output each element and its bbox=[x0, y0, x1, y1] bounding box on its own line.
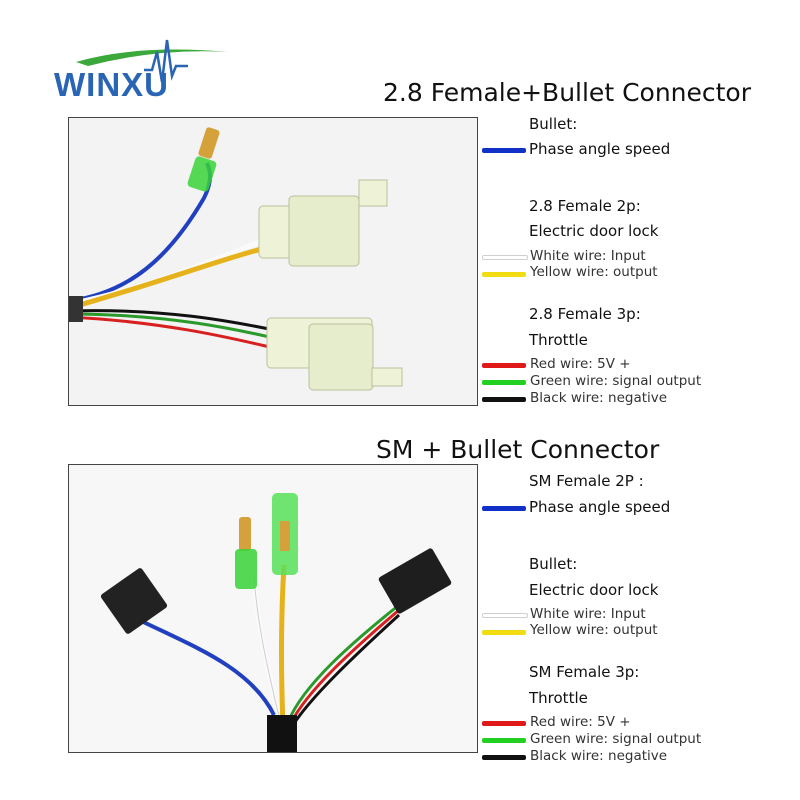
brand-logo: WINXU bbox=[48, 36, 238, 106]
s1-3p-heading: 2.8 Female 3p: bbox=[529, 305, 641, 323]
s2-black-wire-label: Black wire: negative bbox=[530, 748, 668, 764]
s1-phase-label: Phase angle speed bbox=[529, 140, 671, 158]
section1-title: 2.8 Female+Bullet Connector bbox=[383, 78, 752, 107]
s2-black-swatch bbox=[482, 755, 526, 760]
s2-white-swatch bbox=[482, 613, 528, 618]
s2-green-wire-label: Green wire: signal output bbox=[530, 731, 702, 747]
s2-blue-swatch bbox=[482, 506, 526, 511]
s1-white-wire-label: White wire: Input bbox=[530, 248, 646, 264]
s1-doorlock-label: Electric door lock bbox=[529, 222, 659, 240]
s1-2p-heading: 2.8 Female 2p: bbox=[529, 197, 641, 215]
s1-blue-swatch bbox=[482, 148, 526, 153]
s2-sm2p-heading: SM Female 2P : bbox=[529, 472, 644, 490]
s2-doorlock-label: Electric door lock bbox=[529, 581, 659, 599]
s1-white-swatch bbox=[482, 255, 528, 260]
s2-yellow-wire-label: Yellow wire: output bbox=[530, 622, 658, 638]
s1-black-wire-label: Black wire: negative bbox=[530, 390, 668, 406]
section1-photo bbox=[68, 117, 478, 406]
s1-black-swatch bbox=[482, 397, 526, 402]
s2-throttle-label: Throttle bbox=[529, 689, 588, 707]
section2-photo bbox=[68, 464, 478, 753]
s2-yellow-swatch bbox=[482, 630, 526, 635]
s2-phase-label: Phase angle speed bbox=[529, 498, 671, 516]
s2-green-swatch bbox=[482, 738, 526, 743]
s1-red-wire-label: Red wire: 5V + bbox=[530, 356, 631, 372]
s1-bullet-heading: Bullet: bbox=[529, 115, 578, 133]
s1-green-wire-label: Green wire: signal output bbox=[530, 373, 702, 389]
section2-title: SM + Bullet Connector bbox=[376, 435, 660, 464]
s1-yellow-wire-label: Yellow wire: output bbox=[530, 264, 658, 280]
s1-red-swatch bbox=[482, 363, 526, 368]
s1-yellow-swatch bbox=[482, 272, 526, 277]
s2-red-wire-label: Red wire: 5V + bbox=[530, 714, 631, 730]
s2-red-swatch bbox=[482, 721, 526, 726]
brand-name: WINXU bbox=[54, 66, 169, 103]
brand-swoosh-icon bbox=[76, 39, 228, 83]
s1-throttle-label: Throttle bbox=[529, 331, 588, 349]
s1-green-swatch bbox=[482, 380, 526, 385]
s2-white-wire-label: White wire: Input bbox=[530, 606, 646, 622]
s2-3p-heading: SM Female 3p: bbox=[529, 663, 640, 681]
s2-bullet-heading: Bullet: bbox=[529, 555, 578, 573]
